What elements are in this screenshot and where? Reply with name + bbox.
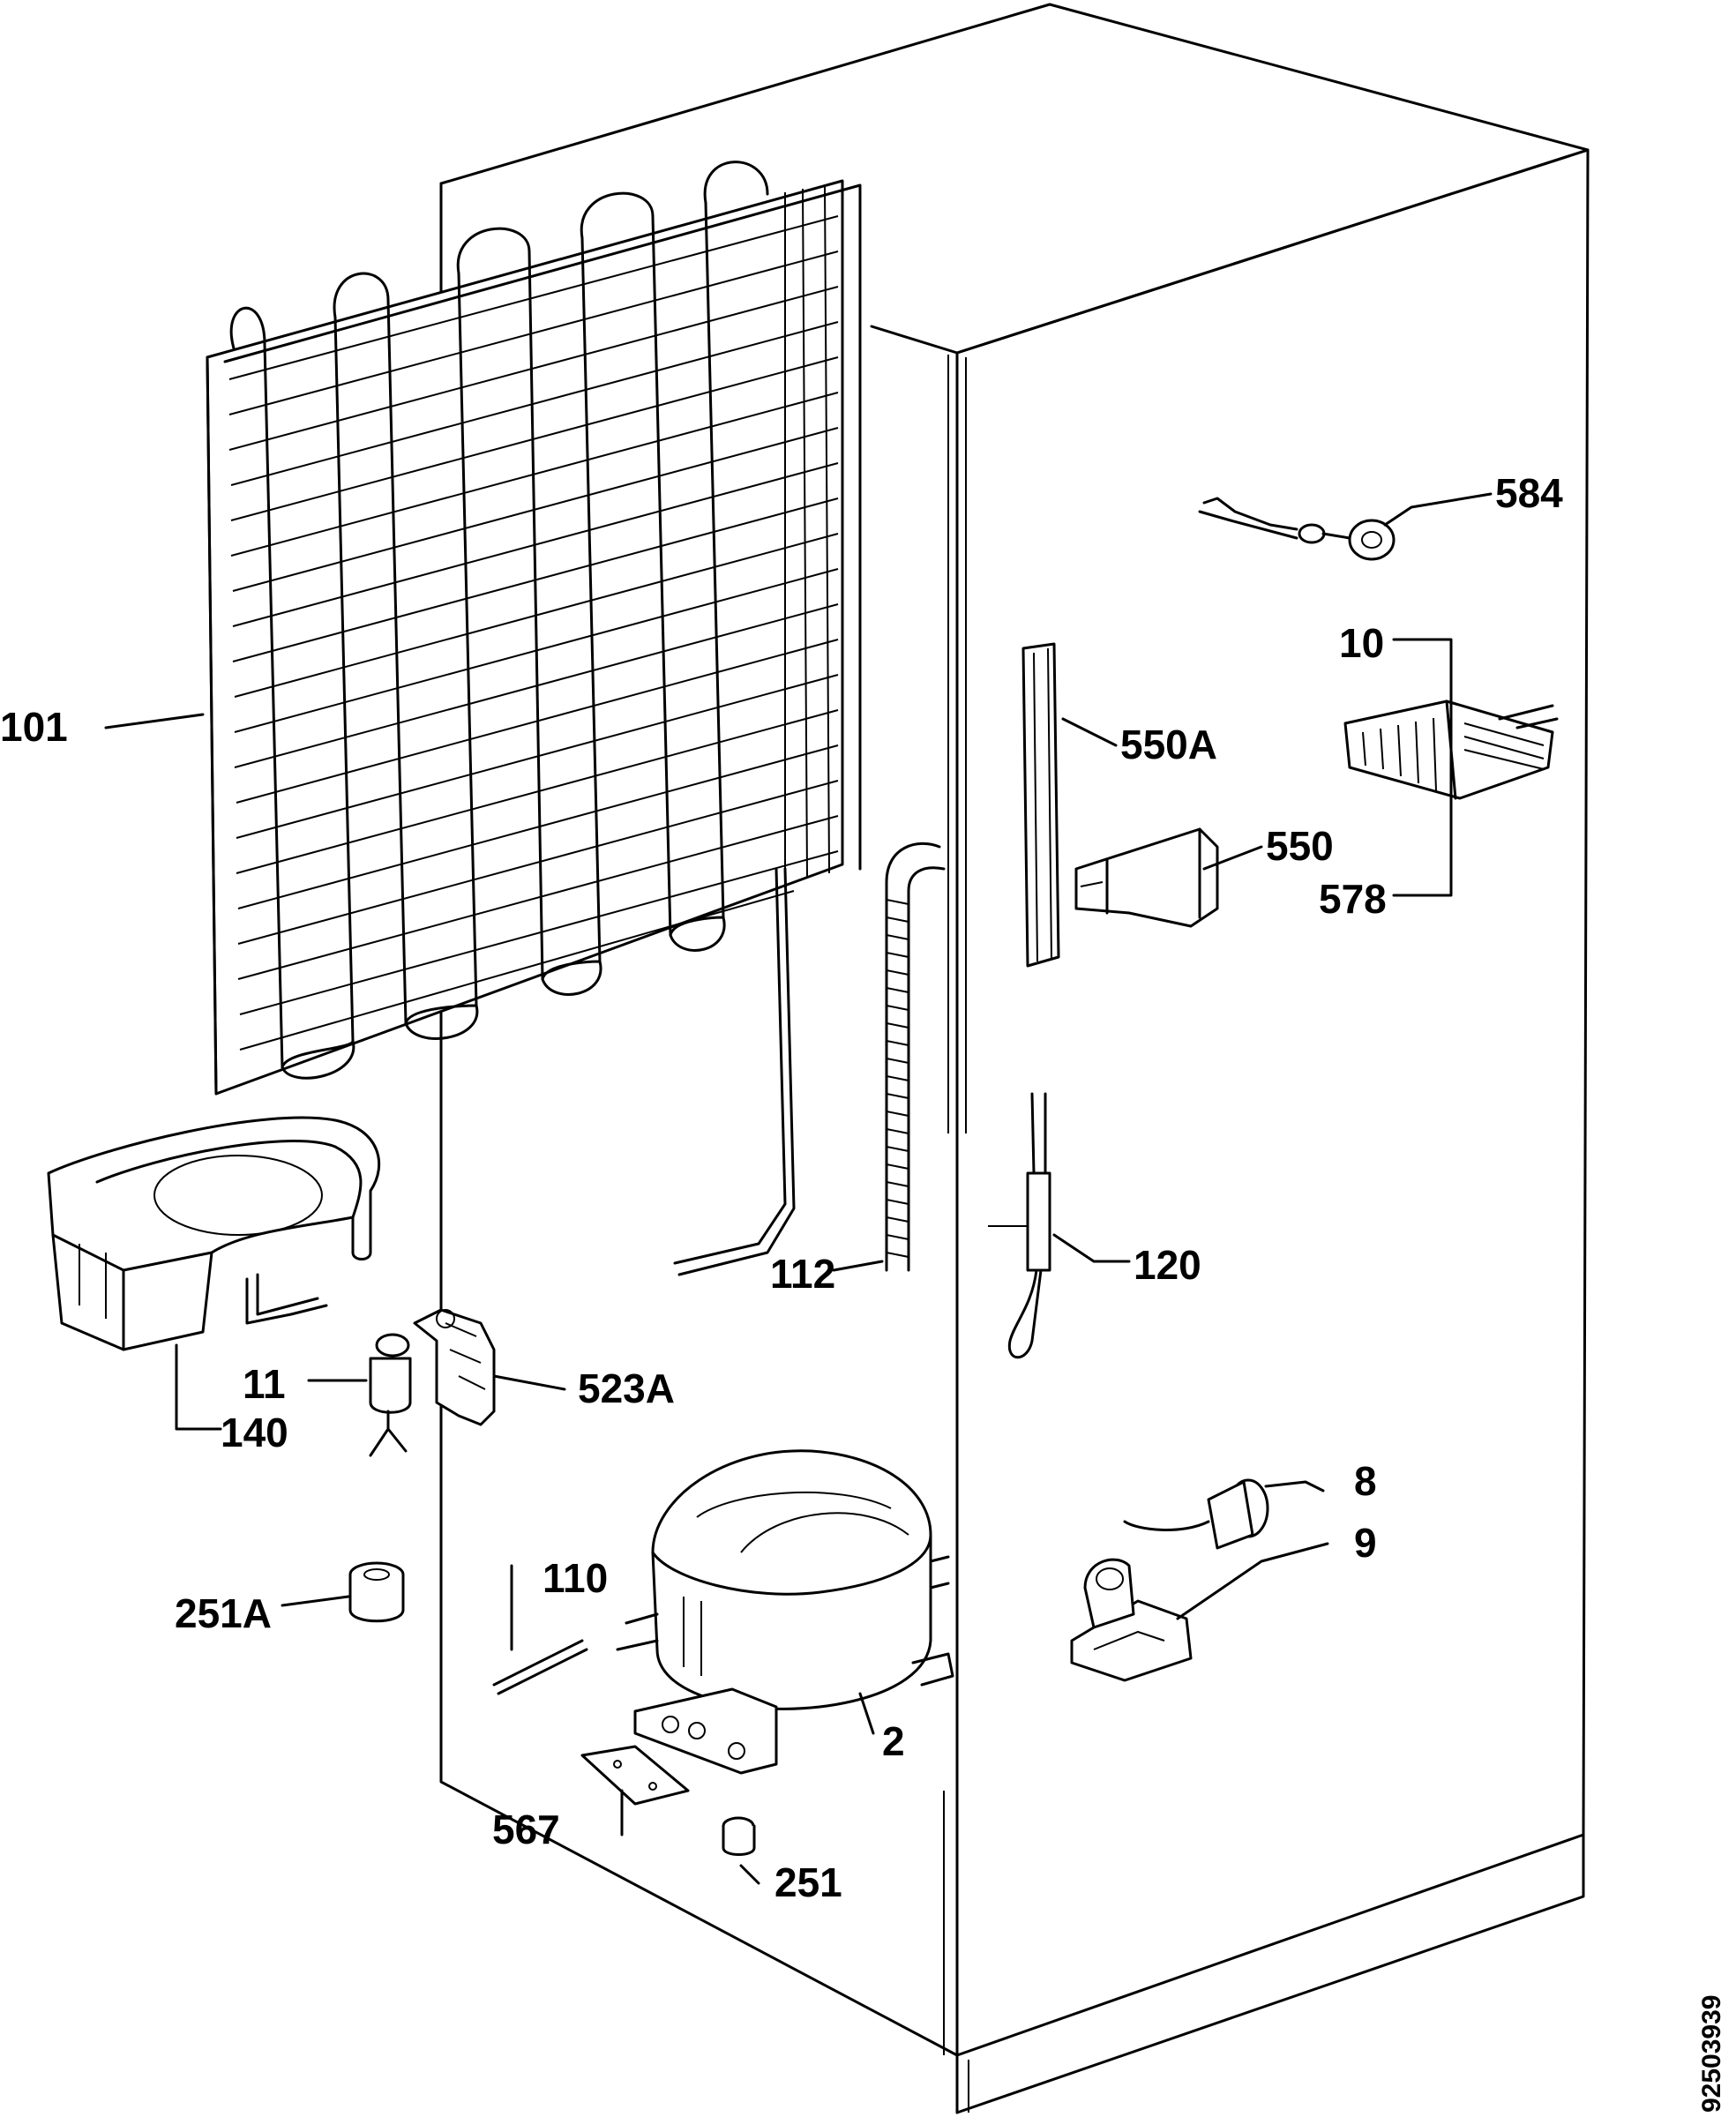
label-251A: 251A [175,1590,272,1636]
hinge-bracket-550 [1074,827,1219,928]
lamp-socket-8 [1123,1478,1269,1550]
mounting-plate-567 [580,1745,690,1806]
relay-11 [369,1333,412,1457]
label-2: 2 [882,1718,905,1764]
label-251: 251 [774,1859,842,1905]
sensor-120 [988,1092,1051,1359]
label-140: 140 [221,1410,288,1455]
label-101: 101 [0,704,68,750]
labels: 101 140 11 523A 251A 112 120 550A 550 57… [0,470,1563,1905]
pipe-110 [492,1639,588,1695]
label-112: 112 [770,1251,835,1297]
label-11: 11 [243,1361,286,1407]
label-584: 584 [1495,470,1563,516]
label-10: 10 [1339,620,1384,666]
label-8: 8 [1354,1458,1377,1504]
compressor-2 [616,1449,954,1775]
label-9: 9 [1354,1520,1377,1566]
leader-lines [104,492,1493,1885]
drain-tube-112 [885,842,946,1272]
label-550A: 550A [1120,722,1217,767]
grommet-251 [722,1816,756,1856]
label-567: 567 [492,1807,560,1852]
hinge-cover-550A [1021,642,1060,968]
label-578: 578 [1319,876,1387,922]
lamp-holder-9 [1070,1558,1193,1682]
drip-tray-140 [47,1116,381,1351]
grommet-251A [348,1561,405,1623]
relay-bracket-523A [413,1308,496,1426]
lamp-switch-584 [1198,497,1396,561]
label-550: 550 [1266,823,1334,869]
drawing-number: 92503939 [1697,1995,1726,2113]
label-110: 110 [542,1555,608,1601]
condenser-101 [206,161,862,1276]
label-523A: 523A [578,1365,675,1411]
label-120: 120 [1134,1242,1201,1288]
